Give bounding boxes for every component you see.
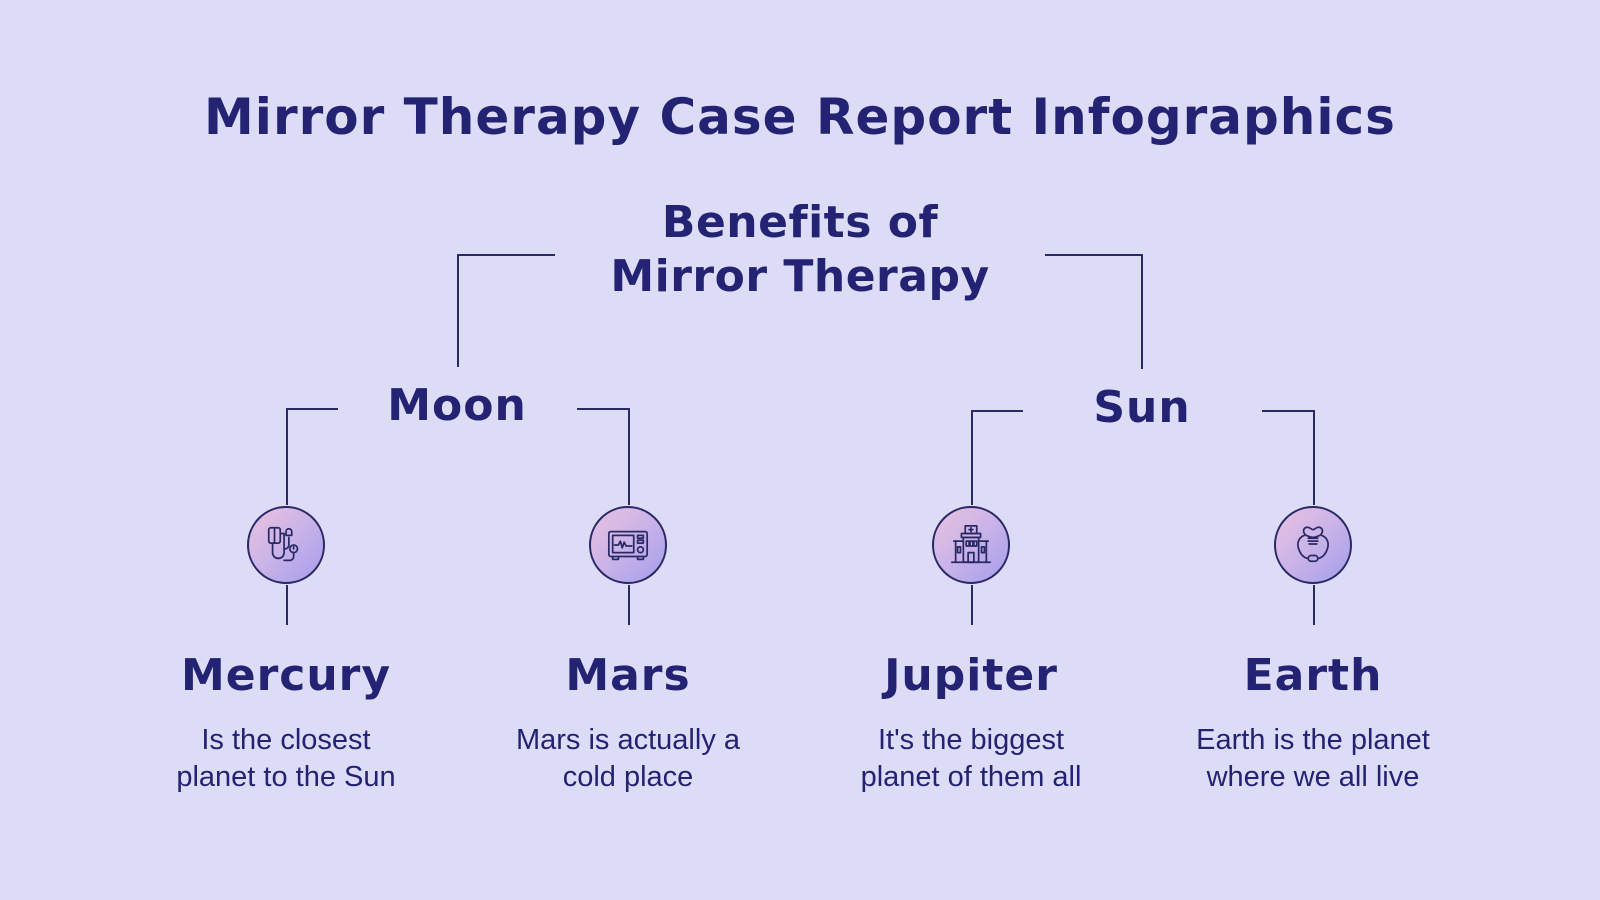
connector-sun-left-v [971,410,973,505]
connector-root-right-h [1045,254,1143,256]
connector-root-right-v [1141,254,1143,369]
connector-mercury-down [286,585,288,625]
connector-moon-right-h [577,408,629,410]
connector-sun-right-v [1313,410,1315,505]
branch-sun: Sun [1093,382,1191,433]
leaf-title-jupiter: Jupiter [884,650,1058,701]
thyroid-icon [1297,526,1329,563]
leaf-desc-mars: Mars is actually a cold place [515,724,740,793]
connector-root-left-v [457,254,459,367]
connector-moon-left-v [286,408,288,505]
leaf-title-earth: Earth [1243,650,1383,701]
hospital-icon [950,524,992,564]
connector-sun-left-h [971,410,1023,412]
leaf-title-mercury: Mercury [180,650,392,701]
connector-root-left-h [457,254,555,256]
connector-mars-down [628,585,630,625]
blood-pressure-monitor-icon [267,526,299,562]
leaf-desc-jupiter: It's the biggest planet of them all [860,724,1082,793]
leaf-icon-circle-jupiter [932,506,1010,584]
connector-earth-down [1313,585,1315,625]
leaf-desc-earth: Earth is the planet where we all live [1196,724,1430,793]
root-line-2: Mirror Therapy [610,251,990,302]
leaf-icon-circle-earth [1274,506,1352,584]
connector-moon-left-h [286,408,338,410]
connector-jupiter-down [971,585,973,625]
leaf-title-mars: Mars [565,650,691,701]
branch-moon: Moon [387,380,527,431]
leaf-icon-circle-mercury [247,506,325,584]
root-node: Benefits of Mirror Therapy [540,196,1060,304]
heart-monitor-icon [607,530,649,561]
leaf-icon-circle-mars [589,506,667,584]
root-line-1: Benefits of [661,197,939,248]
connector-moon-right-v [628,408,630,505]
leaf-desc-mercury: Is the closest planet to the Sun [176,724,396,793]
page-title: Mirror Therapy Case Report Infographics [204,88,1396,146]
connector-sun-right-h [1262,410,1314,412]
